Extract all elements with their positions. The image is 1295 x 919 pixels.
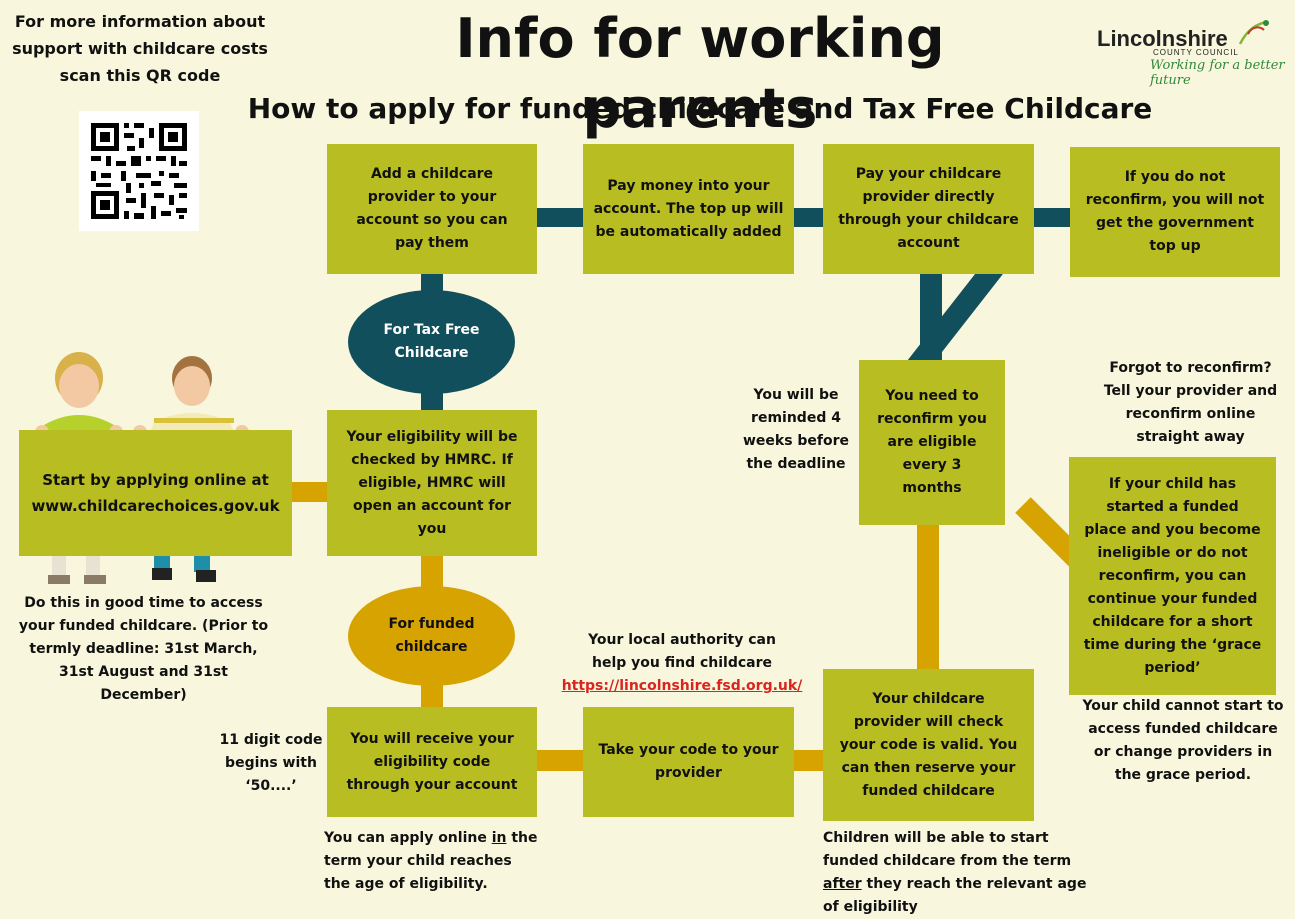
page-subtitle: How to apply for funded childcare and Ta… (247, 92, 1153, 125)
children-start-text-end: they reach the relevant age of eligibili… (823, 876, 1087, 915)
tax-free-oval: For Tax Free Childcare (348, 290, 515, 394)
local-authority-note: Your local authority can help you find c… (557, 629, 807, 698)
connector-receive-take (537, 750, 583, 771)
connector-start-eligibility (292, 482, 328, 502)
good-time-note: Do this in good time to access your fund… (18, 595, 269, 703)
reconfirm-box: You need to reconfirm you are eligible e… (859, 360, 1005, 525)
apply-online-emphasis: in (491, 830, 507, 846)
local-authority-text: Your local authority can help you find c… (588, 632, 776, 671)
funded-oval: For funded childcare (348, 586, 515, 686)
forgot-note: Forgot to reconfirm? Tell your provider … (1103, 360, 1278, 445)
cannot-start-note: Your child cannot start to access funded… (1082, 698, 1284, 783)
qr-code-icon (91, 123, 187, 219)
add-provider-box: Add a childcare provider to your account… (327, 144, 537, 274)
logo-sub: COUNTY COUNCIL (1153, 48, 1239, 57)
local-authority-link[interactable]: https://lincolnshire.fsd.org.uk/ (561, 678, 803, 694)
logo-flourish-icon (1236, 18, 1270, 52)
connector-add-pay (537, 208, 583, 227)
reminded-note: You will be reminded 4 weeks before the … (742, 387, 850, 472)
children-start-emphasis: after (823, 876, 862, 892)
connector-pay-payprovider (794, 208, 823, 227)
receive-code-box: You will receive your eligibility code t… (327, 707, 537, 817)
apply-online-text: You can apply online (324, 830, 492, 846)
pay-money-box: Pay money into your account. The top up … (583, 144, 794, 274)
pay-provider-box: Pay your childcare provider directly thr… (823, 144, 1034, 274)
connector-take-providercheck (794, 750, 823, 771)
qr-caption-line: For more information about (14, 12, 266, 31)
children-start-text: Children will be able to start funded ch… (823, 830, 1072, 869)
qr-code[interactable] (79, 111, 199, 231)
qr-caption-line: support with childcare costs (12, 39, 268, 58)
take-code-box: Take your code to your provider (583, 707, 794, 817)
qr-caption-line: scan this QR code (59, 66, 221, 85)
connector-payprovider-noreconfirm (1034, 208, 1070, 227)
apply-online-note: You can apply online in the term your ch… (324, 827, 539, 896)
connector-reconfirm-providercheck (917, 524, 939, 670)
no-reconfirm-box: If you do not reconfirm, you will not ge… (1070, 147, 1280, 277)
digit-code-note: 11 digit code begins with ‘50....’ (219, 732, 323, 794)
logo-name: Lincolnshire (1097, 26, 1228, 51)
qr-caption: For more information about support with … (0, 8, 280, 89)
start-box: Start by applying online at www.childcar… (19, 430, 292, 556)
provider-check-box: Your childcare provider will check your … (823, 669, 1034, 821)
grace-period-box: If your child has started a funded place… (1069, 457, 1276, 695)
eligibility-box: Your eligibility will be checked by HMRC… (327, 410, 537, 556)
logo-tagline: Working for a better future (1150, 58, 1285, 88)
page-title: Info for working parents (455, 7, 945, 140)
apply-online-text-end: the term your child reaches the age of e… (324, 830, 538, 892)
children-start-note: Children will be able to start funded ch… (823, 827, 1098, 919)
